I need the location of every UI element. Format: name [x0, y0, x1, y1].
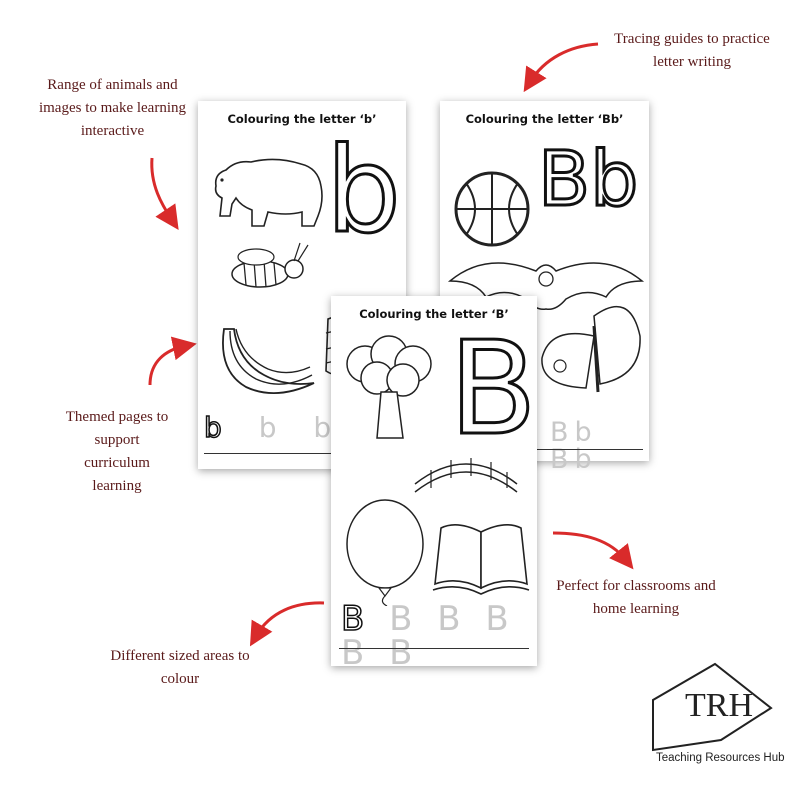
tracing-row: Bb Bb	[550, 419, 649, 473]
bee-illustration	[231, 242, 309, 288]
trace-letter: b	[203, 411, 236, 444]
book-illustration	[432, 524, 530, 595]
callout-tracing: Tracing guides to practice letter writin…	[614, 31, 770, 70]
writing-line	[446, 449, 643, 450]
trace-letter: Bb	[550, 417, 598, 448]
tracing-row: B B B B B B	[340, 599, 537, 673]
worksheet-left: Colouring the letter ‘b’ b b b b b	[198, 101, 406, 469]
callout-perfect: Perfect for classrooms and home learning	[556, 578, 716, 617]
callout-sizes: Different sized areas to colour	[110, 648, 250, 687]
callout-themed: Themed pages to support curriculum learn…	[65, 409, 169, 494]
logo-monogram: TRH	[685, 687, 753, 724]
callout-range: Range of animals and images to make lear…	[38, 77, 187, 139]
trace-letter: B	[389, 633, 420, 673]
trace-letter: Bb	[550, 444, 598, 475]
bridge-illustration	[414, 458, 518, 493]
sheet-title: Colouring the letter ‘Bb’	[465, 112, 624, 126]
trace-letter: B	[341, 633, 372, 673]
worksheet-front: Colouring the letter ‘B’ B B B B B B B	[331, 296, 539, 670]
big-letter: Bb	[536, 134, 639, 223]
basketball-illustration	[454, 171, 530, 247]
logo-mark: TRH	[652, 662, 773, 752]
broccoli-illustration	[346, 335, 432, 439]
arrow-range	[150, 157, 179, 230]
banana-illustration	[222, 328, 315, 395]
trace-letter: B	[340, 599, 372, 639]
sheet-title: Colouring the letter ‘b’	[227, 112, 377, 126]
writing-line	[204, 453, 400, 454]
trace-letter: b	[313, 411, 346, 444]
butterfly-illustration	[541, 305, 641, 393]
balloon-illustration	[346, 499, 424, 606]
arrow-themed	[148, 336, 197, 386]
big-letter: B	[448, 315, 539, 464]
big-letter: b	[325, 121, 403, 259]
arrow-sizes	[249, 601, 325, 647]
arrow-tracing	[523, 42, 599, 93]
sheet-title: Colouring the letter ‘B’	[359, 307, 509, 321]
bear-illustration	[214, 158, 323, 227]
trace-letter: B	[389, 599, 420, 639]
trace-letter: B	[437, 599, 468, 639]
trace-letter: B	[485, 599, 516, 639]
writing-line	[339, 648, 529, 649]
logo-name: Teaching Resources Hub	[656, 752, 785, 764]
bat-illustration	[447, 262, 645, 311]
arrow-perfect	[552, 531, 634, 570]
trace-letter: b	[258, 411, 291, 444]
